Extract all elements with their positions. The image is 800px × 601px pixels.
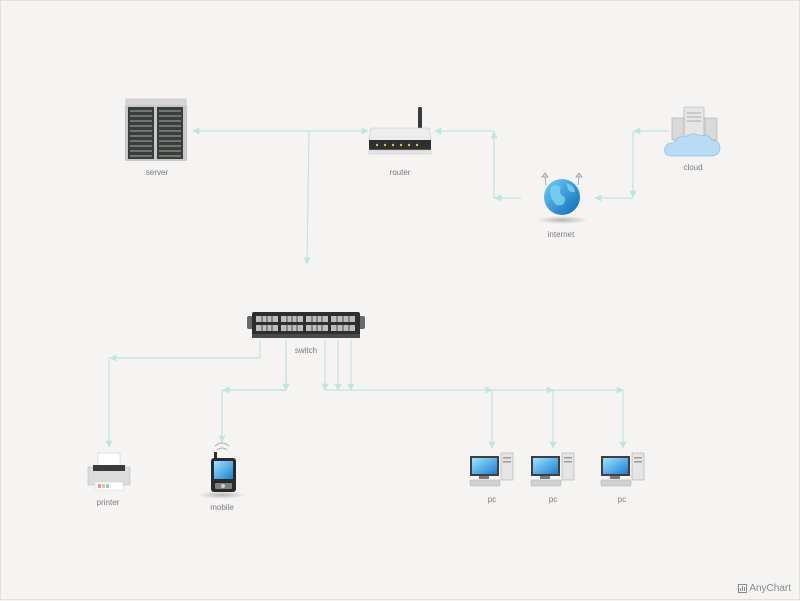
connection-lines bbox=[105, 127, 669, 449]
edge-switch-printer bbox=[105, 340, 261, 448]
credit-text: AnyChart bbox=[749, 583, 791, 594]
pc-label-2: pc bbox=[549, 495, 557, 504]
mobile-node[interactable]: mobile bbox=[198, 442, 246, 512]
mobile-label: mobile bbox=[210, 503, 234, 512]
internet-node[interactable]: internet bbox=[536, 172, 588, 239]
internet-label: internet bbox=[548, 230, 575, 239]
globe-icon bbox=[536, 172, 588, 224]
router-label: router bbox=[390, 168, 411, 177]
cloud-icon bbox=[664, 106, 721, 157]
cloud-node[interactable]: cloud bbox=[664, 106, 721, 172]
pc-node-1[interactable]: pc bbox=[469, 452, 514, 504]
printer-label: printer bbox=[97, 498, 120, 507]
server-label: server bbox=[146, 168, 169, 177]
chart-logo-icon bbox=[738, 584, 748, 593]
computer-icon bbox=[600, 452, 645, 487]
pc-node-3[interactable]: pc bbox=[600, 452, 645, 504]
server-node[interactable]: server bbox=[125, 98, 187, 177]
cloud-label: cloud bbox=[683, 163, 702, 172]
router-node[interactable]: router bbox=[368, 107, 432, 177]
mobile-icon bbox=[198, 442, 246, 499]
switch-node[interactable]: switch bbox=[247, 312, 365, 355]
printer-node[interactable]: printer bbox=[87, 452, 131, 507]
computer-icon bbox=[469, 452, 514, 487]
printer-icon bbox=[87, 452, 131, 491]
computer-icon bbox=[530, 452, 575, 487]
anychart-credit[interactable]: AnyChart bbox=[738, 583, 791, 594]
server-icon bbox=[125, 98, 187, 161]
router-icon bbox=[368, 107, 432, 155]
edge-link-switch bbox=[303, 130, 311, 265]
edge-switch-mobile bbox=[218, 340, 287, 443]
edge-router-internet bbox=[434, 127, 503, 199]
switch-icon bbox=[247, 312, 365, 338]
switch-label: switch bbox=[295, 346, 317, 355]
pc-label-1: pc bbox=[488, 495, 496, 504]
pc-node-2[interactable]: pc bbox=[530, 452, 575, 504]
pc-label-3: pc bbox=[618, 495, 626, 504]
